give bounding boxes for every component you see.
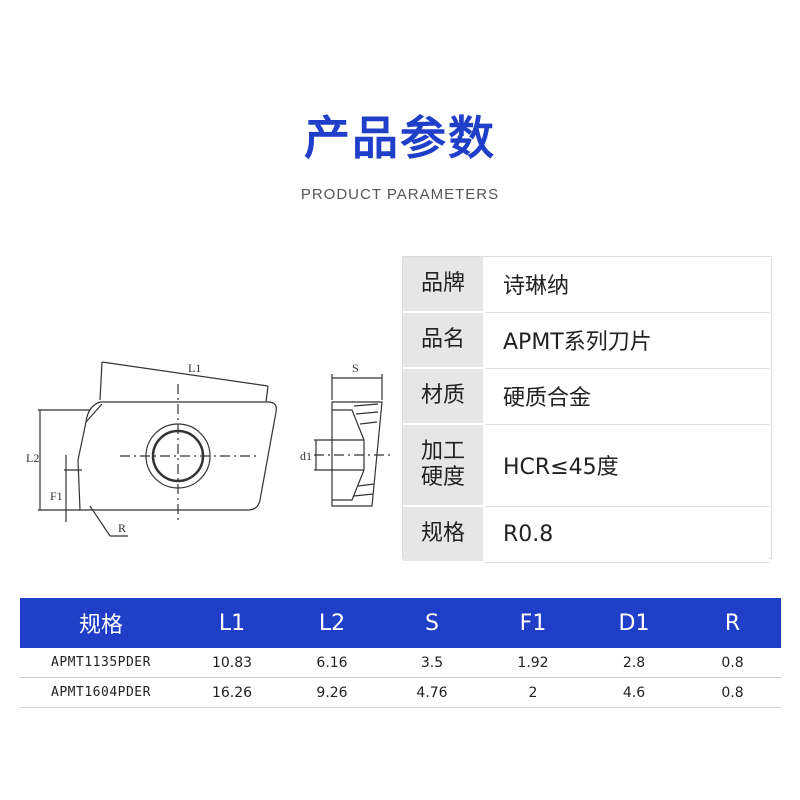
spec-header-cell: L1 xyxy=(218,610,246,636)
hatch-line xyxy=(357,483,375,487)
hatch-line xyxy=(353,493,374,497)
insert-edge-line xyxy=(85,403,103,423)
label-l2: L2 xyxy=(26,451,39,465)
spec-header-cell: F1 xyxy=(519,610,547,636)
hatch-line xyxy=(355,411,379,415)
spec-header-cell: S xyxy=(425,610,439,636)
page-title: 产品参数 xyxy=(304,111,496,165)
params-row-spec: 规格 R0.8 xyxy=(403,506,769,563)
label-d1: d1 xyxy=(300,449,312,463)
param-key: 品牌 xyxy=(403,257,484,313)
insert-side-view xyxy=(314,374,392,507)
params-row-brand: 品牌 诗琳纳 xyxy=(403,257,769,313)
insert-outline xyxy=(77,401,277,511)
param-value: APMT系列刀片 xyxy=(483,312,769,369)
param-value: 诗琳纳 xyxy=(483,257,769,313)
table-cell: APMT1135PDER xyxy=(51,655,151,670)
label-s: S xyxy=(352,361,359,375)
table-cell: 4.76 xyxy=(416,684,448,701)
label-l1: L1 xyxy=(188,361,201,375)
table-row: APMT1135PDER 10.83 6.16 3.5 1.92 2.8 0.8 xyxy=(20,648,781,678)
label-f1: F1 xyxy=(50,489,63,503)
param-key: 材质 xyxy=(403,368,484,425)
spec-header-cell: L2 xyxy=(318,610,346,636)
side-outline xyxy=(331,401,383,507)
hatch-line xyxy=(359,421,378,425)
drawing-labels: L1 L2 F1 R S d1 xyxy=(26,361,359,535)
l1-extension-right xyxy=(265,385,269,403)
params-table: 品牌 诗琳纳 品名 APMT系列刀片 材质 硬质合金 加工硬度 HCR≤45度 … xyxy=(403,257,769,563)
spec-table: 规格 L1 L2 S F1 D1 R APMT1135PDER 10.83 6.… xyxy=(20,598,781,708)
table-cell: 6.16 xyxy=(316,654,348,671)
table-cell: 0.8 xyxy=(721,684,744,701)
insert-technical-drawing: L1 L2 F1 R S d1 xyxy=(26,361,392,537)
table-cell: 3.5 xyxy=(420,654,444,671)
table-cell: 4.6 xyxy=(622,684,646,701)
table-cell: 10.83 xyxy=(211,654,253,671)
l1-dimension-line xyxy=(101,361,269,387)
hatch-line xyxy=(353,403,379,407)
table-cell: 0.8 xyxy=(721,654,744,671)
page-subtitle: PRODUCT PARAMETERS xyxy=(300,186,500,203)
table-cell: 16.26 xyxy=(211,684,253,701)
table-cell: 2.8 xyxy=(622,654,646,671)
table-cell: 2 xyxy=(528,684,538,701)
spec-header-cell: D1 xyxy=(618,610,650,636)
spec-header-cell: R xyxy=(724,610,741,636)
param-value: 硬质合金 xyxy=(483,368,769,425)
insert-top-view xyxy=(38,361,277,537)
table-cell: 9.26 xyxy=(316,684,348,701)
r-leader-line xyxy=(89,505,111,537)
param-key: 规格 xyxy=(403,506,484,563)
label-r: R xyxy=(118,521,126,535)
params-row-name: 品名 APMT系列刀片 xyxy=(403,312,769,369)
table-cell: APMT1604PDER xyxy=(51,685,151,700)
param-value: R0.8 xyxy=(483,506,769,563)
table-cell: 1.92 xyxy=(517,654,549,671)
param-value: HCR≤45度 xyxy=(483,424,769,507)
spec-table-header: 规格 L1 L2 S F1 D1 R xyxy=(20,598,781,648)
param-key: 加工硬度 xyxy=(403,424,484,507)
l1-extension-left xyxy=(99,361,103,401)
params-row-material: 材质 硬质合金 xyxy=(403,368,769,425)
spec-header-cell: 规格 xyxy=(78,613,123,638)
param-key-text: 加工硬度 xyxy=(420,439,465,490)
table-row: APMT1604PDER 16.26 9.26 4.76 2 4.6 0.8 xyxy=(20,678,781,708)
params-row-hardness: 加工硬度 HCR≤45度 xyxy=(403,424,769,507)
param-key: 品名 xyxy=(403,312,484,369)
